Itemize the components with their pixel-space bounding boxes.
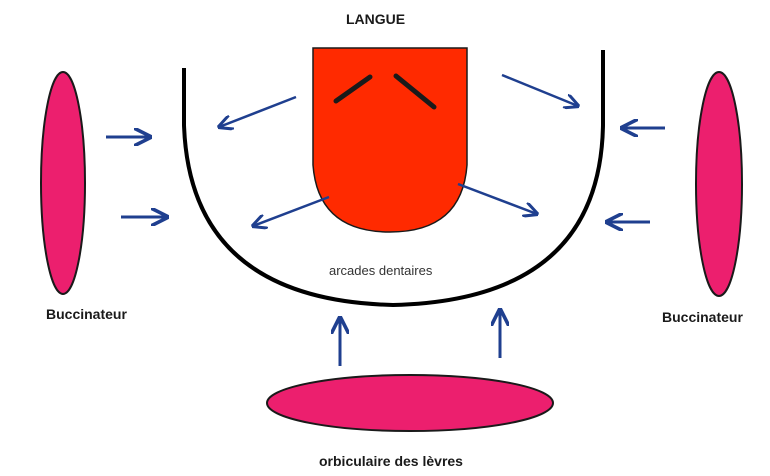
orbicularis-oris [267,375,553,431]
arrow-tongue-lower-right [458,184,537,214]
arrow-tongue-lower-left [253,197,329,226]
tongue [313,48,467,232]
orbicularis-label: orbiculaire des lèvres [319,453,463,469]
tongue-title: LANGUE [346,11,405,27]
buccinator-left [41,72,85,294]
arrow-tongue-upper-right [502,75,578,106]
buccinator-left-label: Buccinateur [46,306,127,322]
dental-arch-label: arcades dentaires [329,263,432,278]
buccinator-right [696,72,742,296]
buccinator-right-label: Buccinateur [662,309,743,325]
arrow-tongue-upper-left [219,97,296,127]
